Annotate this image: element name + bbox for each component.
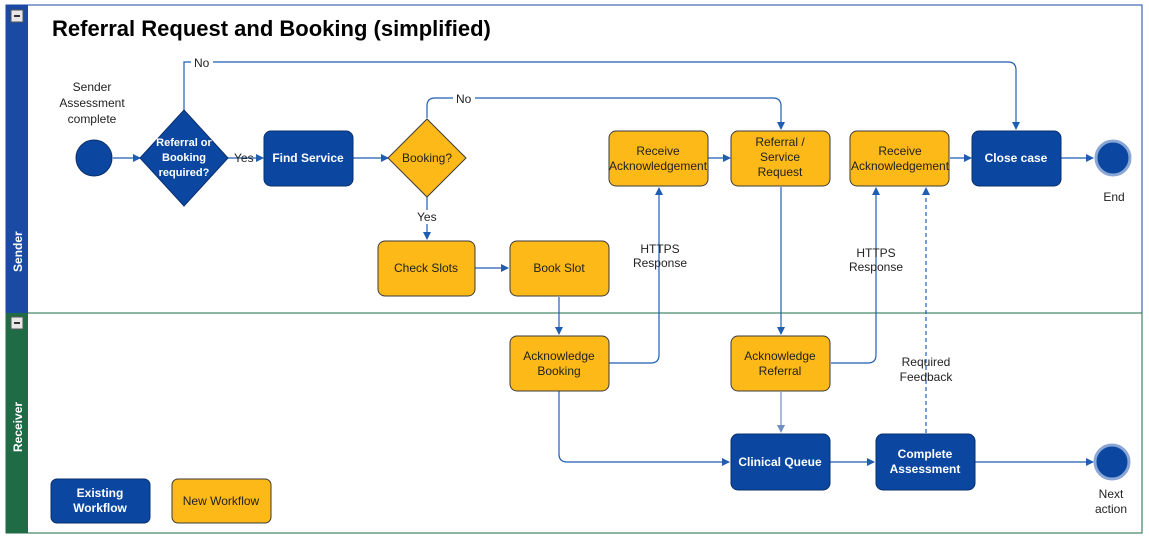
diagram-title: Referral Request and Booking (simplified… [52,16,491,41]
edge-label-no-top: No [194,56,210,70]
sender-lane-header[interactable] [6,5,28,313]
end-event-label: End [1103,190,1124,204]
receiver-lane-header[interactable] [6,313,28,533]
edge-label-yes-decision: Yes [234,151,254,165]
no-booking-label-bg [453,92,475,105]
legend-new-label: New Workflow [183,494,260,508]
end-event[interactable] [1094,139,1132,177]
task-complete-assessment[interactable] [875,433,976,491]
task-receive-ack-2[interactable] [849,130,950,187]
next-action-event[interactable] [1093,443,1131,481]
legend-existing-workflow [50,478,151,524]
task-acknowledge-booking[interactable] [509,335,610,392]
task-book-slot[interactable] [509,240,610,297]
sender-collapse-icon[interactable] [10,9,24,23]
yes-booking-label-bg [414,210,440,224]
receiver-collapse-icon[interactable] [10,316,24,330]
legend-new-workflow [171,478,272,524]
edge-ackreferral-receive2 [831,187,880,364]
task-clinical-queue-label: Clinical Queue [738,455,822,469]
decision-booking[interactable] [387,118,467,198]
receiver-lane-label: Receiver [11,402,25,452]
task-receive-ack-1[interactable] [608,130,709,187]
start-event[interactable] [75,139,113,177]
no-top-label-bg [191,56,213,69]
task-check-slots-label: Check Slots [394,261,458,275]
task-find-service-label: Find Service [272,151,344,165]
decision-referral-or-booking[interactable] [139,109,229,207]
task-find-service[interactable] [263,130,354,187]
task-close-case[interactable] [971,130,1062,187]
edge-ackbooking-queue [558,391,730,466]
task-close-case-label: Close case [985,151,1048,165]
sender-lane-label: Sender [11,231,25,272]
edge-label-no-booking: No [456,92,472,106]
edge-label-yes-booking: Yes [417,210,437,224]
edge-booking-referral [426,97,785,130]
decision-booking-label: Booking? [402,151,452,165]
edge-no-close [183,61,1020,130]
edge-ackbooking-receive1 [609,187,663,364]
task-clinical-queue[interactable] [730,433,831,491]
task-check-slots[interactable] [377,240,476,297]
task-acknowledge-referral[interactable] [730,335,831,392]
task-book-slot-label: Book Slot [533,261,585,275]
task-referral-request[interactable] [730,130,831,187]
